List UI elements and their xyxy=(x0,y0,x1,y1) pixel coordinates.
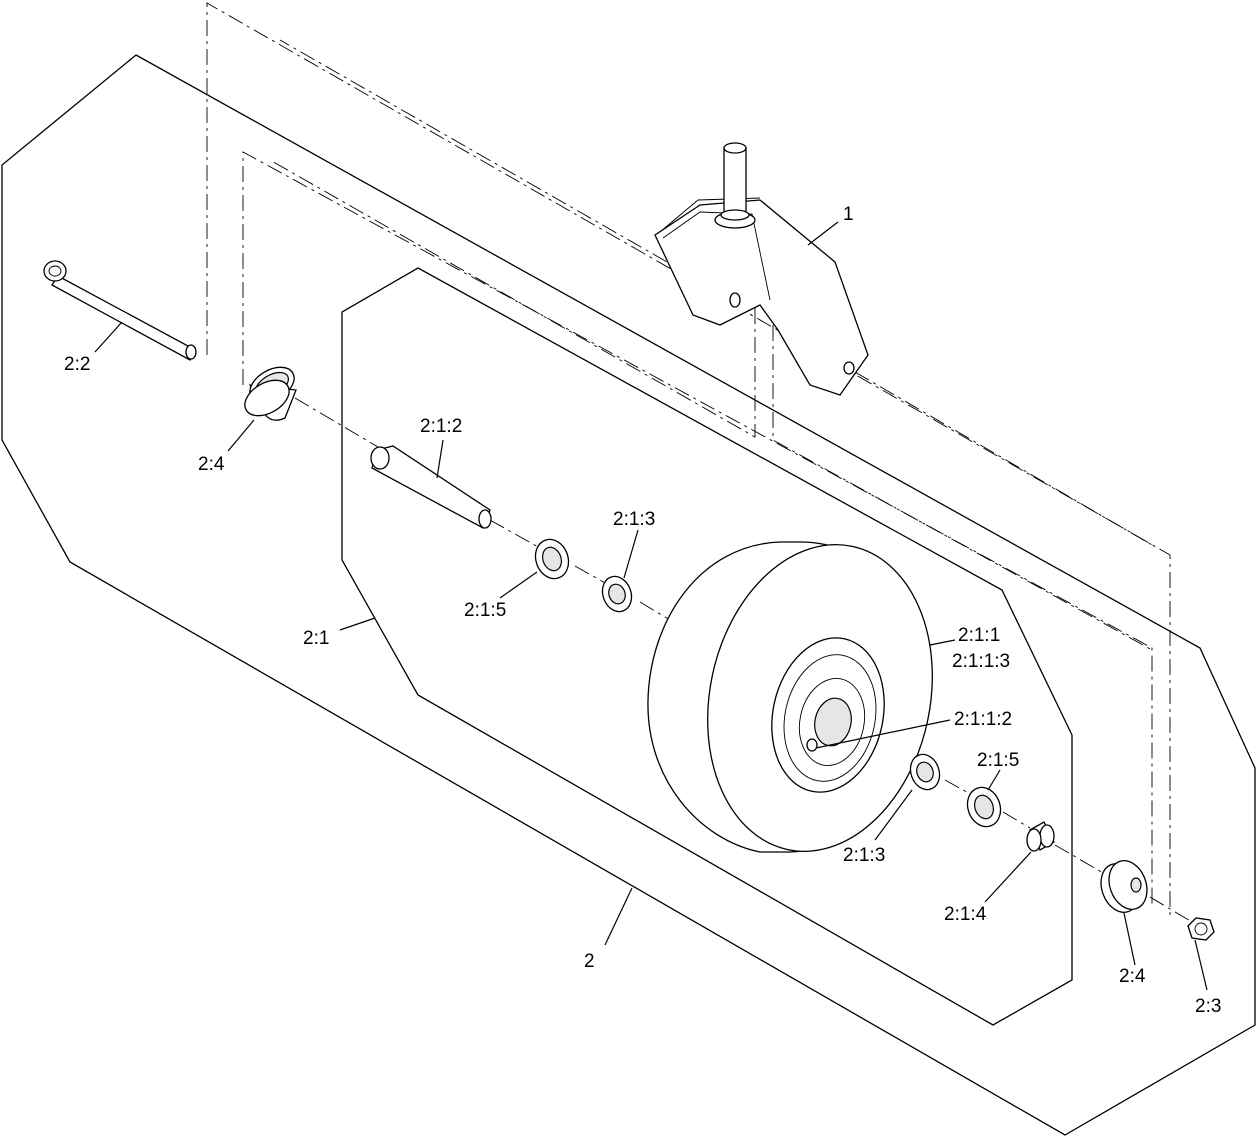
callout-2-1-4: 2:1:4 xyxy=(944,904,987,925)
callout-2-3: 2:3 xyxy=(1195,996,1221,1017)
callout-2-1-3-bottom: 2:1:3 xyxy=(843,845,885,866)
axle-tube-part xyxy=(370,445,492,529)
callout-2-1-5-right: 2:1:5 xyxy=(977,750,1019,771)
callout-labels: 1 2 2:1 2:2 2:3 2:4 2:4 2:1:1 2:1:1:3 2:… xyxy=(64,204,1221,1017)
spacer-cap-left-part xyxy=(244,366,297,421)
caster-fork-part xyxy=(654,142,869,396)
callout-2-2: 2:2 xyxy=(64,354,90,375)
callout-1: 1 xyxy=(843,204,854,225)
bearing-left-part xyxy=(601,575,633,613)
callout-2-4-left: 2:4 xyxy=(198,454,225,475)
assembly-2-boundary xyxy=(1,54,1256,1136)
callout-2-1: 2:1 xyxy=(303,628,329,649)
nut-part xyxy=(1187,917,1215,941)
wheel-tire-part xyxy=(647,541,933,853)
axle-bolt-part xyxy=(43,260,197,361)
spacer-part xyxy=(1026,821,1055,852)
bearing-right-part xyxy=(909,753,941,791)
callout-2-1-1-2: 2:1:1:2 xyxy=(954,709,1012,730)
callout-2: 2 xyxy=(584,951,595,972)
seal-left-part xyxy=(534,538,570,580)
callout-2-1-3-top: 2:1:3 xyxy=(613,509,655,530)
spacer-cap-right-part xyxy=(1100,860,1148,913)
leader-lines xyxy=(94,221,1208,991)
assembly-2-1-boundary xyxy=(341,267,1073,1026)
callout-2-1-5-left: 2:1:5 xyxy=(464,600,506,621)
callout-2-1-1-3: 2:1:1:3 xyxy=(952,651,1010,672)
seal-right-part xyxy=(966,786,1002,828)
callout-2-4-right: 2:4 xyxy=(1119,966,1146,987)
callout-2-1-1: 2:1:1 xyxy=(958,625,1000,646)
callout-2-1-2: 2:1:2 xyxy=(420,416,462,437)
